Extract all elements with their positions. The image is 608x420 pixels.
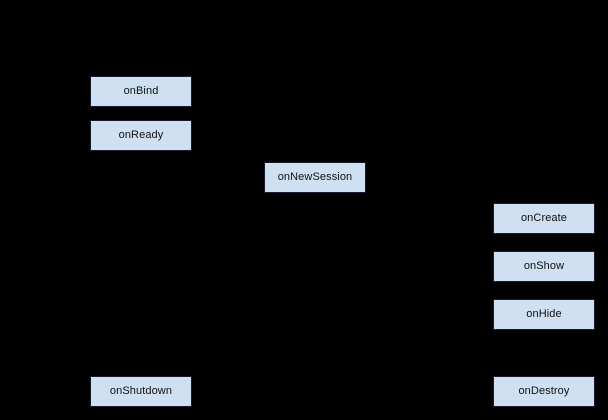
node-on-hide-label: onHide	[526, 308, 562, 320]
node-on-destroy-label: onDestroy	[518, 385, 570, 397]
node-on-show-label: onShow	[523, 260, 565, 272]
node-on-new-session[interactable]: onNewSession	[264, 162, 366, 193]
node-on-hide[interactable]: onHide	[493, 299, 595, 330]
node-on-bind-label: onBind	[123, 85, 159, 97]
node-on-ready[interactable]: onReady	[90, 120, 192, 151]
node-on-shutdown-label: onShutdown	[109, 385, 173, 397]
node-on-show[interactable]: onShow	[493, 251, 595, 282]
node-on-new-session-label: onNewSession	[277, 171, 353, 183]
node-on-bind[interactable]: onBind	[90, 76, 192, 107]
node-on-create-label: onCreate	[520, 212, 568, 224]
node-on-destroy[interactable]: onDestroy	[493, 376, 595, 407]
node-on-shutdown[interactable]: onShutdown	[90, 376, 192, 407]
node-on-ready-label: onReady	[118, 129, 164, 141]
node-on-create[interactable]: onCreate	[493, 203, 595, 234]
